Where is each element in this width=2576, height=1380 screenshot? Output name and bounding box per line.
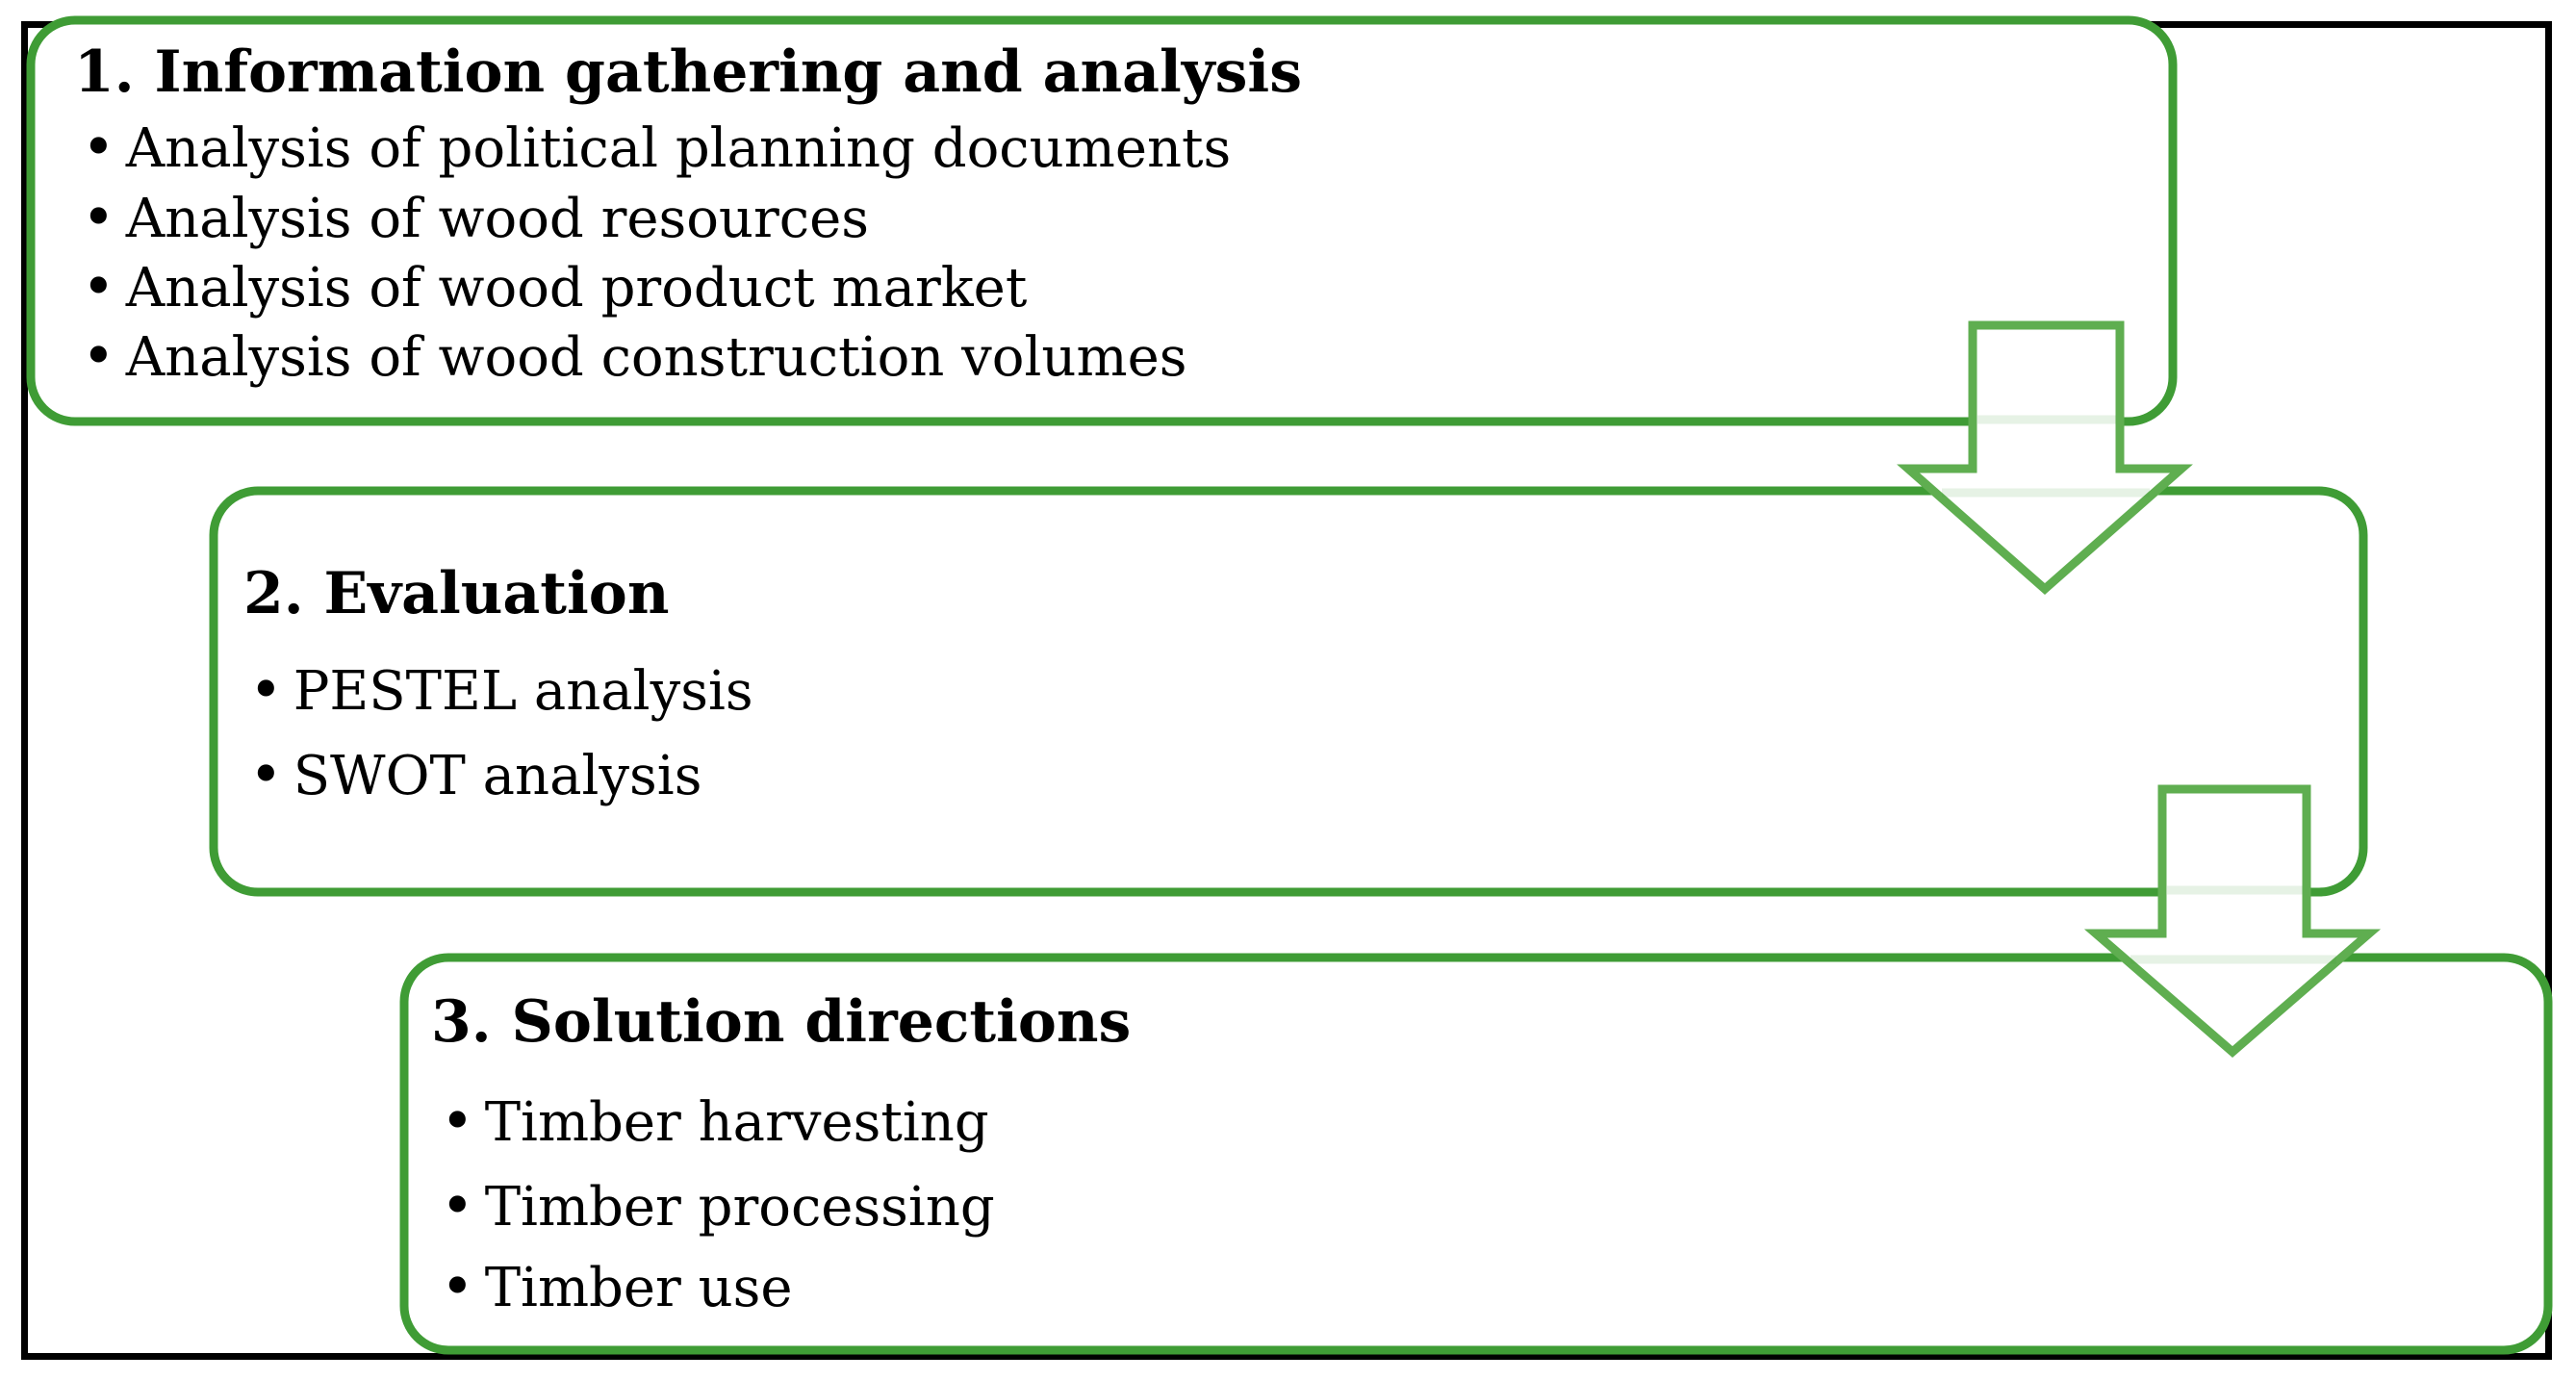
bullet-icon: • [441,1172,474,1239]
down-arrow-icon-shape [2083,784,2382,1058]
list-item: •Analysis of wood product market [82,253,1028,319]
list-item: •Analysis of wood resources [82,184,869,250]
bullet-icon: • [82,184,115,250]
bullet-icon: • [82,253,115,319]
list-item: •SWOT analysis [249,741,702,807]
bullet-text: SWOT analysis [293,745,702,807]
bullet-icon: • [441,1253,474,1319]
box-2-title: 2. Evaluation [243,560,670,627]
list-item: •PESTEL analysis [249,656,753,723]
box-3-outline [399,953,2553,1355]
box-1-outline [26,15,2178,426]
bullet-icon: • [441,1087,474,1154]
down-arrow-icon [1897,320,2193,595]
bullet-text: Analysis of political planning documents [125,117,1232,180]
list-item: •Analysis of wood construction volumes [82,322,1186,389]
bullet-icon: • [249,656,283,723]
list-item: •Timber use [441,1253,793,1319]
box-2-outline [209,486,2368,897]
bullet-text: Analysis of wood product market [125,257,1028,319]
bullet-text: Analysis of wood construction volumes [125,326,1187,389]
bullet-icon: • [82,114,115,180]
box-1-title: 1. Information gathering and analysis [74,38,1302,106]
bullet-text: Timber use [484,1257,793,1319]
list-item: •Analysis of political planning document… [82,114,1231,180]
down-arrow-icon [2083,784,2382,1058]
down-arrow-icon-shape [1897,320,2193,595]
list-item: •Timber harvesting [441,1087,989,1154]
bullet-icon: • [82,322,115,389]
list-item: •Timber processing [441,1172,995,1239]
bullet-icon: • [249,741,283,807]
bullet-text: Timber harvesting [484,1091,989,1154]
bullet-text: Timber processing [484,1176,995,1239]
bullet-text: PESTEL analysis [293,660,753,723]
box-3-title: 3. Solution directions [431,988,1132,1056]
bullet-text: Analysis of wood resources [125,188,870,250]
